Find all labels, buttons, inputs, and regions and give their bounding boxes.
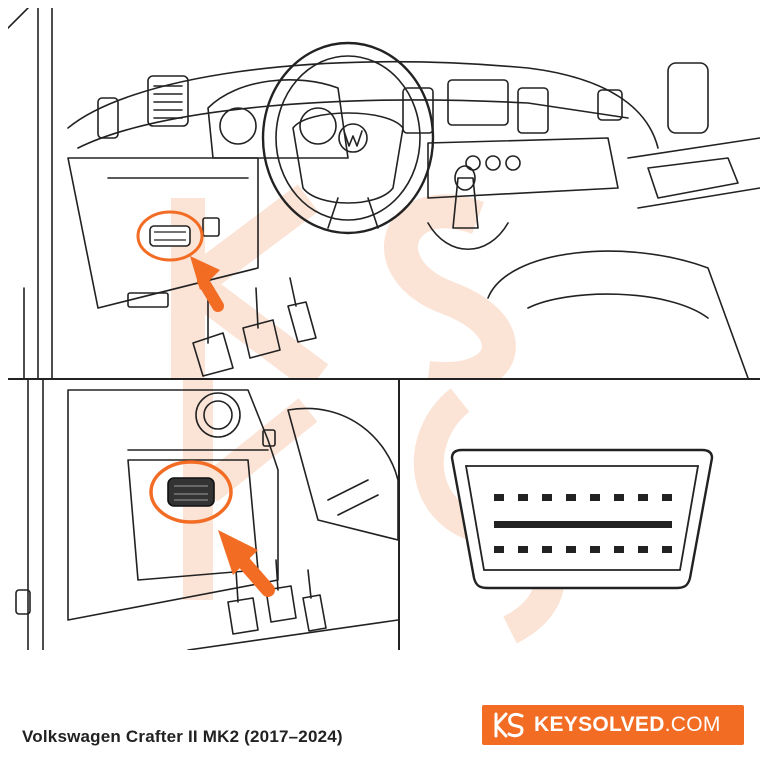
vw-logo-icon bbox=[338, 123, 368, 153]
left-vent bbox=[147, 75, 189, 127]
pedal-clutch bbox=[192, 332, 234, 377]
pedal-clutch-closeup bbox=[227, 597, 259, 635]
ks-logo-icon bbox=[494, 712, 524, 738]
pedal-brake-closeup bbox=[265, 585, 297, 623]
steering-wheel bbox=[261, 41, 435, 235]
connector-outer-shell bbox=[450, 448, 714, 590]
vertical-divider bbox=[398, 378, 400, 650]
cabin-overview-panel bbox=[8, 8, 760, 378]
watermark bbox=[171, 184, 516, 378]
center-vent-right bbox=[517, 87, 549, 134]
obd-port bbox=[149, 225, 191, 247]
connector-center-bar bbox=[494, 521, 672, 528]
obd-connector-detail-panel bbox=[400, 380, 760, 650]
port-location-closeup-panel bbox=[8, 380, 398, 650]
pedal-accelerator-closeup bbox=[302, 594, 327, 632]
infotainment-screen bbox=[447, 79, 509, 126]
obd-connector-diagram bbox=[413, 388, 714, 644]
gauge-left bbox=[219, 107, 257, 145]
connector-inner-shell bbox=[464, 465, 700, 571]
vehicle-caption: Volkswagen Crafter II MK2 (2017–2024) bbox=[22, 727, 343, 746]
bottom-pin-row bbox=[494, 546, 672, 553]
cabin-illustration bbox=[8, 8, 760, 378]
far-left-vent bbox=[97, 97, 119, 139]
horizontal-divider bbox=[8, 378, 760, 380]
logo-brand-bold: KEYSOLVED bbox=[534, 713, 665, 736]
arrow-icon-closeup bbox=[218, 530, 275, 597]
light-switch bbox=[195, 392, 241, 438]
closeup-illustration bbox=[15, 380, 398, 650]
far-right-vent bbox=[597, 89, 623, 121]
logo-text: KEYSOLVED.COM bbox=[534, 713, 721, 737]
gauge-right bbox=[299, 107, 337, 145]
top-pin-row bbox=[494, 494, 672, 501]
keysolved-logo: KEYSOLVED.COM bbox=[482, 705, 744, 745]
side-mirror bbox=[667, 62, 709, 134]
arrow-icon bbox=[190, 256, 224, 312]
gear-lever bbox=[452, 177, 479, 229]
obd-port-highlight bbox=[136, 210, 204, 262]
obd-port-closeup bbox=[167, 477, 215, 507]
pedal-accelerator bbox=[287, 301, 317, 343]
pedal-brake bbox=[242, 319, 281, 359]
logo-brand-suffix: .COM bbox=[664, 713, 721, 736]
obd-port-highlight-closeup bbox=[149, 460, 233, 524]
center-vent-left bbox=[402, 87, 434, 134]
